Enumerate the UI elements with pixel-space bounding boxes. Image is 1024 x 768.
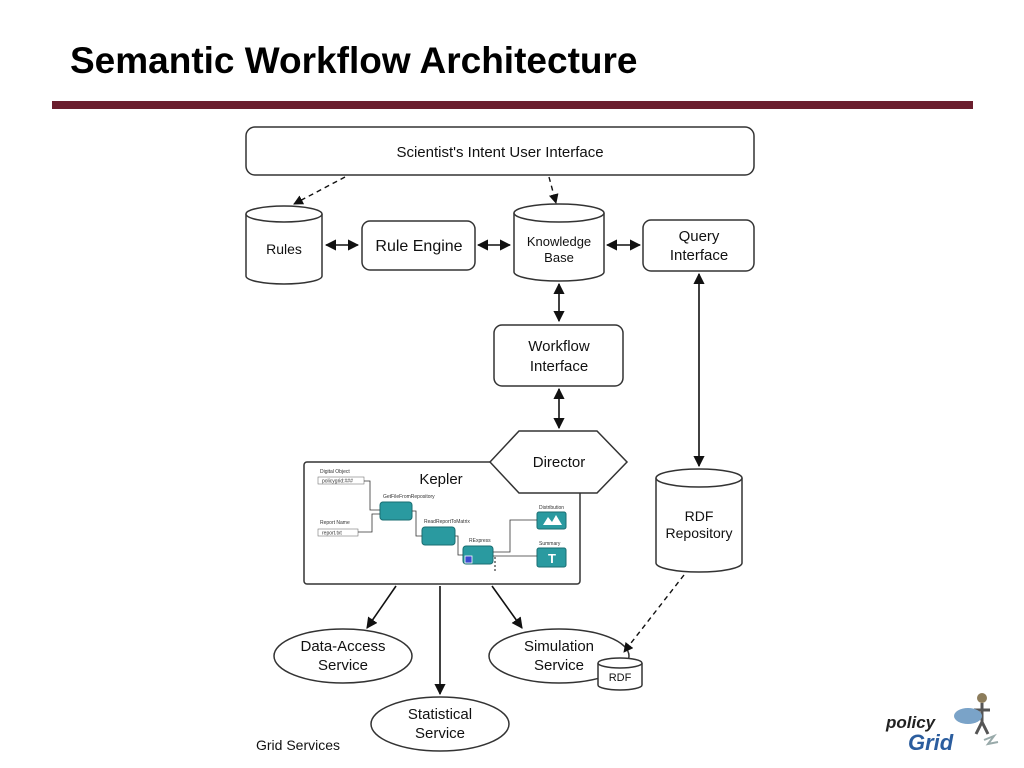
title-divider (52, 101, 973, 109)
kepler-report-name-value: report.txt (322, 531, 342, 537)
rdf-small-label: RDF (609, 672, 632, 684)
ui-to-rules-arrow (293, 176, 346, 205)
statistical-label-2: Service (415, 725, 465, 742)
kepler-get-file-actor (379, 501, 413, 521)
workflow-interface-box: Workflow Interface (493, 324, 624, 387)
kepler-panel: Kepler Digital Object policygrid:### Get… (303, 461, 581, 585)
kepler-summary-actor (536, 547, 567, 568)
rdf-repository-to-rdf-arrow (623, 574, 685, 653)
knowledge-base-datastore: Knowledge Base (513, 203, 605, 282)
rdf-repository-datastore: RDF Repository (655, 468, 743, 573)
summary-t-icon: T (548, 551, 556, 566)
kepler-selection-marker (464, 555, 473, 564)
statistical-label-1: Statistical (408, 706, 472, 723)
simulation-label-1: Simulation (524, 638, 594, 655)
rdf-repository-label-2: Repository (666, 525, 733, 541)
kepler-distribution-label: Distribution (539, 505, 564, 511)
director-hexagon: Director (488, 430, 629, 494)
statistical-service: Statistical Service (370, 696, 510, 752)
kepler-rexpress-label: RExpress (469, 538, 491, 544)
ui-to-knowledge-arrow (548, 176, 559, 204)
kepler-get-file-label: GetFileFromRepository (383, 494, 435, 500)
simulation-label-2: Service (534, 657, 584, 674)
logo-figure-icon (974, 703, 990, 735)
kepler-summary-label: Summary (539, 541, 561, 547)
knowledge-base-label-2: Base (544, 250, 574, 265)
data-access-service: Data-Access Service (273, 628, 413, 684)
data-access-label-2: Service (318, 657, 368, 674)
knowledge-base-label-1: Knowledge (527, 234, 591, 249)
query-interface-label-2: Interface (670, 247, 728, 264)
rdf-repository-label-1: RDF (685, 508, 714, 524)
kepler-report-name-label: Report Name (320, 520, 350, 526)
query-interface-label-1: Query (679, 228, 720, 245)
rule-engine-label: Rule Engine (375, 238, 462, 255)
kepler-distribution-actor (536, 511, 567, 530)
workflow-interface-label-1: Workflow (528, 338, 590, 355)
rules-label: Rules (266, 241, 302, 257)
query-interface-box: Query Interface (642, 219, 755, 272)
scientist-intent-ui-box: Scientist's Intent User Interface (245, 126, 755, 176)
logo-policy-text: policy (885, 713, 937, 732)
logo-globe-icon (954, 708, 982, 724)
director-label: Director (533, 454, 586, 471)
grid-services-label: Grid Services (256, 737, 340, 753)
kepler-label: Kepler (419, 471, 462, 488)
policygrid-logo: policy Grid (885, 693, 999, 755)
slide-title: Semantic Workflow Architecture (70, 40, 638, 81)
kepler-data-access-arrow (366, 585, 397, 629)
data-access-label-1: Data-Access (300, 638, 385, 655)
rdf-small-datastore: RDF (597, 657, 643, 691)
scientist-intent-ui-label: Scientist's Intent User Interface (396, 144, 603, 161)
rule-engine-box: Rule Engine (361, 220, 476, 271)
simulation-service: Simulation Service (488, 628, 630, 684)
kepler-digital-object-value: policygrid:### (322, 479, 353, 485)
logo-grid-text: Grid (908, 730, 954, 755)
kepler-read-report-label: ReadReportToMatrix (424, 519, 470, 525)
rules-datastore: Rules (245, 205, 323, 285)
kepler-simulation-arrow (491, 585, 523, 629)
kepler-read-report-actor (421, 526, 456, 546)
distribution-icon (543, 515, 562, 525)
logo-head-icon (977, 693, 987, 703)
workflow-interface-label-2: Interface (530, 358, 588, 375)
kepler-digital-object-label: Digital Object (320, 469, 350, 475)
logo-lightning-icon (983, 733, 999, 746)
